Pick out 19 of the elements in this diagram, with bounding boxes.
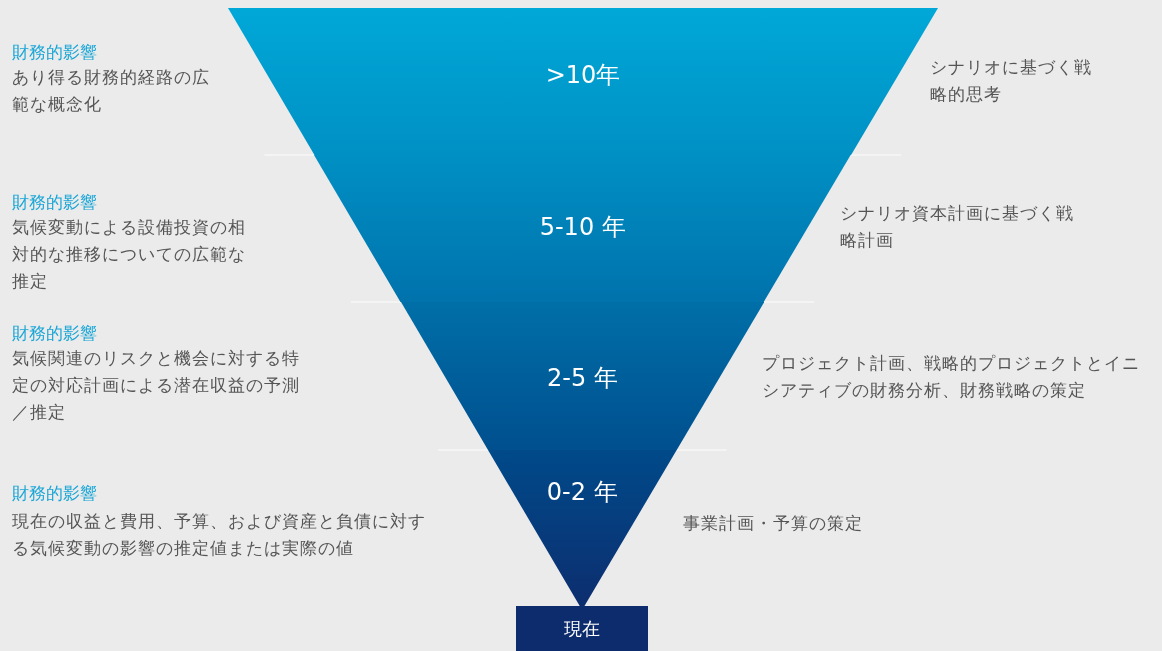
planning-description: 事業計画・予算の策定: [683, 512, 864, 535]
time-range-label: >10年: [544, 60, 622, 90]
planning-description: プロジェクト計画、戦略的プロジェクトとイニシアティブの財務分析、財務戦略の策定: [762, 352, 1141, 402]
time-range-label: 0-2 年: [545, 477, 619, 507]
impact-heading: 財務的影響: [12, 482, 97, 505]
box-label: 現在: [563, 617, 601, 641]
planning-description: シナリオに基づく戦略的思考: [930, 56, 1093, 106]
impact-description: あり得る財務的経路の広範な概念化: [12, 66, 211, 116]
impact-heading: 財務的影響: [12, 322, 97, 345]
planning-description: シナリオ資本計画に基づく戦略計画: [840, 202, 1075, 252]
impact-heading: 財務的影響: [12, 191, 97, 214]
time-range-label: 2-5 年: [546, 363, 619, 393]
impact-heading: 財務的影響: [12, 41, 97, 64]
impact-description: 気候関連のリスクと機会に対する特定の対応計画による潜在収益の予測／推定: [12, 347, 301, 424]
impact-description: 気候変動による設備投資の相対的な推移についての広範な推定: [12, 216, 247, 293]
time-range-label: 5-10 年: [538, 212, 627, 242]
timeline-box: [516, 606, 648, 651]
funnel-band: [400, 302, 765, 450]
impact-description: 現在の収益と費用、予算、および資産と負債に対する気候変動の影響の推定値または実際の値: [12, 510, 427, 560]
